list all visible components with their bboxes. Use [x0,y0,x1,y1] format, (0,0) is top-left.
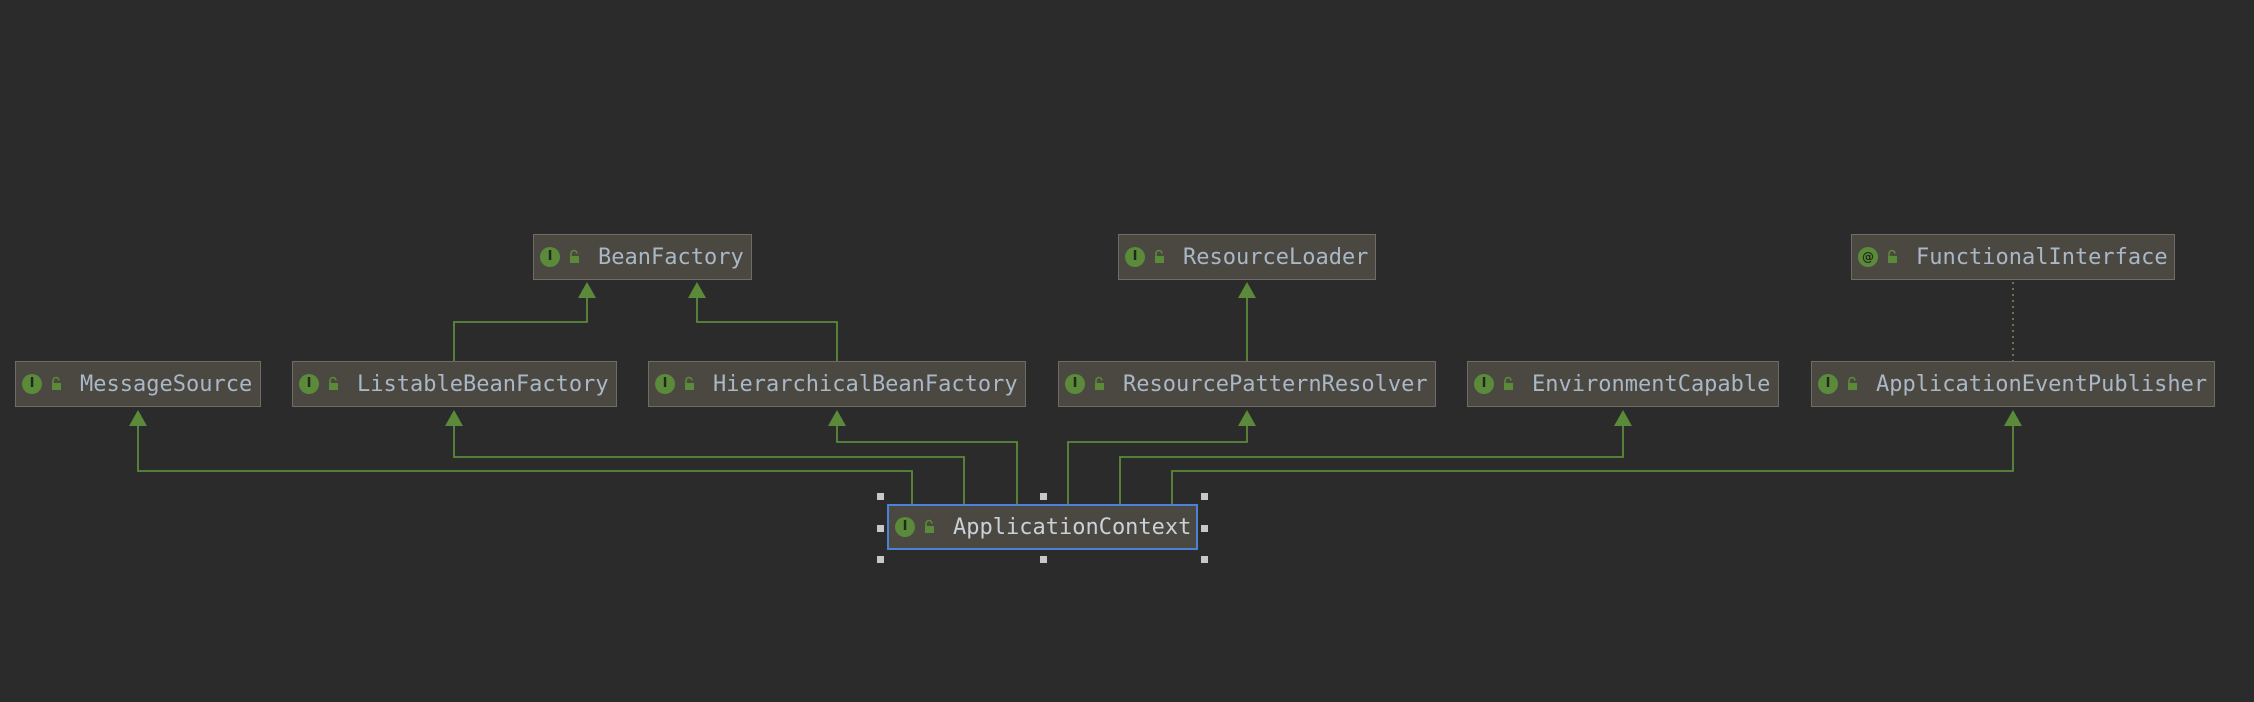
node-label: ApplicationContext [953,514,1192,540]
interface-icon: I [1818,374,1838,394]
arrowhead-messagesource [129,410,147,426]
selection-handle[interactable] [1040,493,1047,500]
arrowhead-environment [1614,410,1632,426]
selection-handle[interactable] [877,556,884,563]
selection-handle[interactable] [877,493,884,500]
interface-icon: I [655,374,675,394]
edge-context-to-environment [1119,422,1624,504]
open-lock-icon [1888,249,1897,263]
interface-icon: I [895,517,915,537]
interface-icon: I [1125,247,1145,267]
interface-icon: I [1065,374,1085,394]
arrowhead-beanfactory-right [688,282,706,298]
selection-handle[interactable] [1201,556,1208,563]
interface-icon: I [540,247,560,267]
interface-icon: I [299,374,319,394]
node-label: MessageSource [80,371,253,397]
node-label: EnvironmentCapable [1532,371,1771,397]
selection-handle[interactable] [1201,525,1208,532]
node-message-source[interactable]: I MessageSource [15,361,261,407]
open-lock-icon [1155,249,1164,263]
annotation-icon: @ [1858,247,1878,267]
node-hierarchical-bean-factory[interactable]: I HierarchicalBeanFactory [648,361,1026,407]
node-label: ApplicationEventPublisher [1876,371,2208,397]
edge-context-to-listable [453,422,965,504]
arrowhead-resourceloader [1238,282,1256,298]
node-application-context[interactable]: I ApplicationContext [887,504,1198,550]
node-label: ListableBeanFactory [357,371,609,397]
edge-context-to-pattern [1067,422,1248,504]
edge-hierarchical-to-beanfactory [696,294,838,361]
node-application-event-publisher[interactable]: I ApplicationEventPublisher [1811,361,2215,407]
open-lock-icon [1095,376,1104,390]
node-resource-loader[interactable]: I ResourceLoader [1118,234,1376,280]
node-resource-pattern-resolver[interactable]: I ResourcePatternResolver [1058,361,1436,407]
selection-handle[interactable] [1201,493,1208,500]
open-lock-icon [685,376,694,390]
node-label: ResourceLoader [1183,244,1369,270]
arrowhead-listable [445,410,463,426]
node-listable-bean-factory[interactable]: I ListableBeanFactory [292,361,617,407]
node-label: BeanFactory [598,244,744,270]
selection-handle[interactable] [877,525,884,532]
node-label: ResourcePatternResolver [1123,371,1428,397]
open-lock-icon [570,249,579,263]
open-lock-icon [329,376,338,390]
node-functional-interface[interactable]: @ FunctionalInterface [1851,234,2175,280]
arrowhead-hierarchical [828,410,846,426]
edge-context-to-hierarchical [836,422,1018,504]
node-label: HierarchicalBeanFactory [713,371,1018,397]
node-label: FunctionalInterface [1916,244,2168,270]
edge-context-to-publisher [1171,422,2014,504]
selection-handle[interactable] [1040,556,1047,563]
edge-listable-to-beanfactory [453,294,588,361]
open-lock-icon [1504,376,1513,390]
arrowhead-beanfactory-left [578,282,596,298]
arrowhead-pattern [1238,410,1256,426]
open-lock-icon [1848,376,1857,390]
open-lock-icon [52,376,61,390]
node-bean-factory[interactable]: I BeanFactory [533,234,752,280]
edge-context-to-messagesource [137,422,913,504]
node-environment-capable[interactable]: I EnvironmentCapable [1467,361,1779,407]
interface-icon: I [22,374,42,394]
arrowhead-publisher [2004,410,2022,426]
interface-icon: I [1474,374,1494,394]
open-lock-icon [925,519,934,533]
